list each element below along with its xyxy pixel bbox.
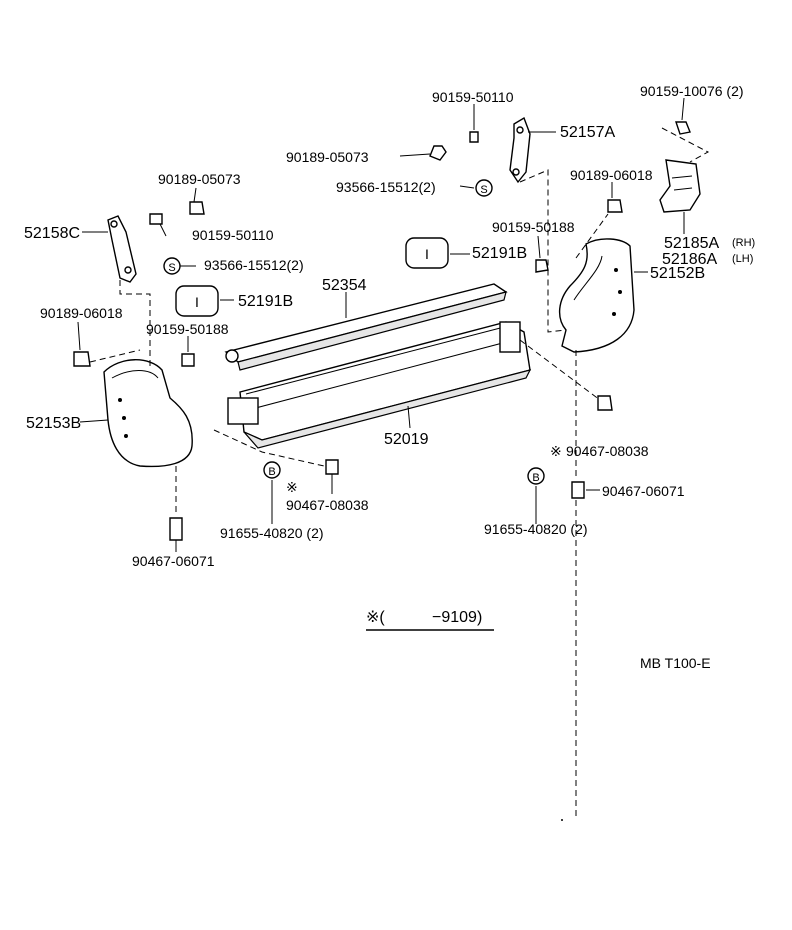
svg-text:B: B [268, 466, 275, 478]
label-90189-06018-left: 90189-06018 [40, 305, 123, 321]
part-labels: 52157A 90159-50110 90189-05073 93566-155… [24, 83, 755, 569]
pad-mark: I [425, 246, 429, 262]
label-90159-50110-left: 90159-50110 [192, 227, 274, 243]
dashed-lines [89, 127, 710, 820]
footnote-mark: ※( [366, 609, 385, 626]
fasteners [73, 121, 691, 541]
label-52186A: 52186A [662, 251, 717, 268]
mud-guard-left [103, 359, 193, 468]
label-90467-08038-left: 90467-08038 [286, 497, 369, 513]
label-93566-right: 93566-15512(2) [336, 179, 436, 195]
svg-text:S: S [480, 184, 487, 196]
label-91655-right: 91655-40820 (2) [484, 521, 588, 537]
bracket-52158C [107, 215, 137, 283]
label-52152B: 52152B [650, 265, 705, 282]
label-90159-50110-top: 90159-50110 [432, 89, 514, 105]
leader-lines [77, 97, 685, 552]
label-90467-08038-right: 90467-08038 [566, 443, 649, 459]
pad-mark: I [195, 294, 199, 310]
b-marker-right: B [527, 467, 545, 485]
label-52153B: 52153B [26, 415, 81, 432]
pad-52191B-left: I [175, 285, 219, 317]
label-52354: 52354 [322, 277, 367, 294]
label-90159-50188-left: 90159-50188 [146, 321, 229, 337]
star-mark: ※ [286, 479, 298, 495]
s-marker-left: S [163, 257, 181, 275]
svg-text:S: S [168, 262, 175, 274]
step-rail-52354 [224, 283, 508, 371]
label-52019: 52019 [384, 431, 429, 448]
label-90467-06071-left: 90467-06071 [132, 553, 215, 569]
label-93566-left: 93566-15512(2) [204, 257, 304, 273]
label-52158C: 52158C [24, 225, 80, 242]
label-90159-10076: 90159-10076 (2) [640, 83, 744, 99]
footnote: ※( −9109) [366, 609, 494, 631]
label-90467-06071-right: 90467-06071 [602, 483, 685, 499]
label-52191B-left: 52191B [238, 293, 293, 310]
bracket-52157A [509, 116, 531, 184]
mud-guard-right [559, 238, 635, 353]
label-52185A-side: (RH) [732, 237, 755, 249]
pad-52191B-right: I [405, 237, 449, 269]
s-marker-right: S [475, 179, 493, 197]
svg-text:B: B [532, 472, 539, 484]
footnote-range: −9109) [432, 609, 482, 626]
label-52191B-right: 52191B [472, 245, 527, 262]
label-90189-06018-right: 90189-06018 [570, 167, 653, 183]
diagram-code: MB T100-E [640, 655, 711, 671]
label-90189-05073-top: 90189-05073 [286, 149, 369, 165]
label-52185A: 52185A [664, 235, 719, 252]
label-52186A-side: (LH) [732, 253, 753, 265]
label-90189-05073-left: 90189-05073 [158, 171, 241, 187]
step-52019 [227, 321, 532, 449]
label-90159-50188-right: 90159-50188 [492, 219, 575, 235]
b-marker-left: B [263, 461, 281, 479]
label-52157A: 52157A [560, 124, 615, 141]
bracket-52185A [659, 159, 701, 213]
label-91655-left: 91655-40820 (2) [220, 525, 324, 541]
star-mark: ※ [550, 443, 562, 459]
